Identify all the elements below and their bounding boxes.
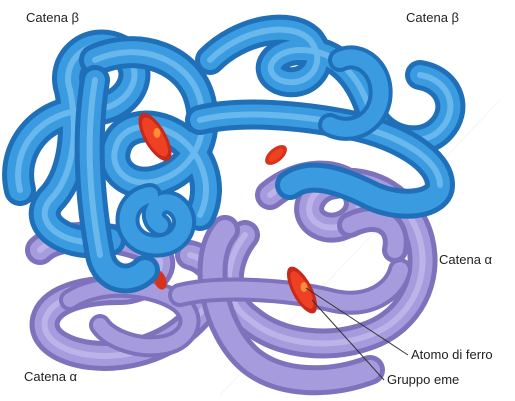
beta-chain-right [200, 30, 450, 204]
label-beta-chain-right: Catena β [406, 10, 459, 25]
label-heme-group: Gruppo eme [387, 372, 459, 387]
label-alpha-chain-left: Catena α [24, 369, 77, 384]
label-beta-chain-left: Catena β [26, 10, 79, 25]
heme-group-beta-right [262, 141, 291, 168]
iron-atom [301, 282, 308, 292]
label-alpha-chain-right: Catena α [439, 252, 492, 267]
beta-chain-left [18, 46, 206, 279]
label-iron-atom: Atomo di ferro [411, 347, 493, 362]
